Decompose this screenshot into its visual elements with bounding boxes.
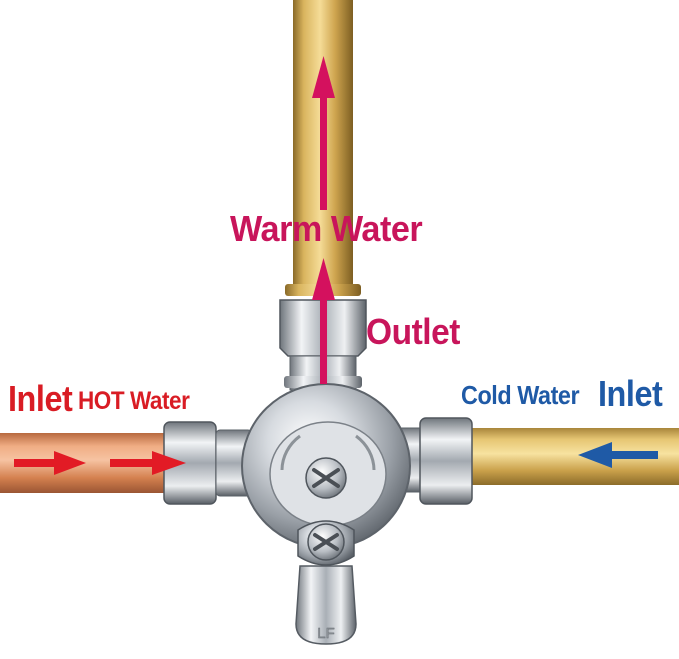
cold-water-label: Cold Water bbox=[461, 380, 580, 410]
hot-water-label: HOT Water bbox=[78, 387, 190, 415]
rotation-arc-right-icon bbox=[355, 434, 376, 471]
cold-inlet-hex-nut bbox=[419, 417, 473, 505]
arrow-up-icon bbox=[312, 258, 335, 384]
valve-mark: LF bbox=[317, 625, 335, 642]
screw-icon bbox=[305, 457, 347, 499]
arrow-up-icon bbox=[312, 56, 335, 210]
hot-inlet-label: Inlet bbox=[8, 378, 73, 419]
cold-inlet-label: Inlet bbox=[598, 373, 663, 414]
arrow-right-icon bbox=[110, 451, 186, 475]
rotation-arc-left-icon bbox=[280, 434, 301, 471]
warm-water-label: Warm Water bbox=[230, 208, 423, 249]
screw-icon bbox=[297, 520, 355, 566]
arrow-left-icon bbox=[578, 442, 658, 468]
arrow-right-icon bbox=[14, 451, 86, 475]
outlet-label: Outlet bbox=[366, 311, 460, 352]
valve-bottom-tab bbox=[295, 565, 357, 645]
